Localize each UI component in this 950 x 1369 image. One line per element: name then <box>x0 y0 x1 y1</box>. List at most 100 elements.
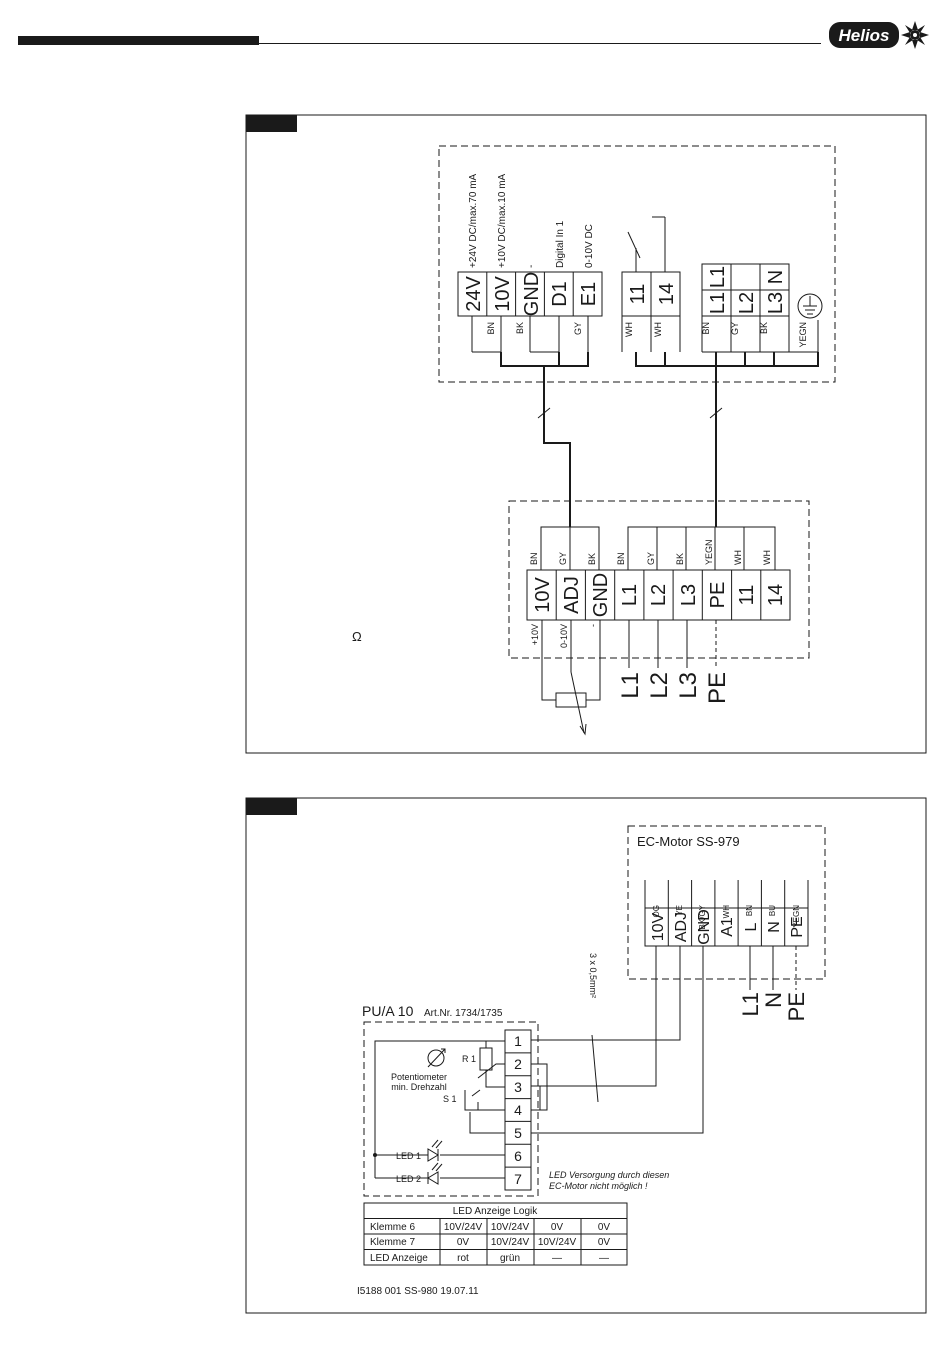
controller-box <box>438 145 836 383</box>
mains-wire-yegn: YEGN <box>798 322 808 348</box>
mains-terminal-block <box>701 263 823 353</box>
mains-top-n: N <box>765 270 787 284</box>
motor-terminal-l2: L2 <box>648 584 670 606</box>
led1-icon <box>427 1139 443 1162</box>
motor-wire-1: BN <box>529 552 539 565</box>
potentiometer <box>541 620 601 736</box>
supply-l3: L3 <box>675 672 702 699</box>
terminal-10v: 10V <box>492 276 514 312</box>
note-line-1: LED Versorgung durch diesen <box>549 1170 669 1180</box>
motor-box <box>508 500 810 659</box>
ec-wire-bkgy: BK/GY <box>698 904 707 929</box>
ec-supply-lines <box>749 946 797 990</box>
mains-cable <box>635 352 819 527</box>
motor-wire-5: GY <box>646 552 656 565</box>
diagram2-frame <box>245 797 927 1314</box>
table-r2-c1: 0V <box>457 1237 470 1248</box>
led2-label: LED 2 <box>396 1174 421 1184</box>
func-label-24v: +24V DC/max.70 mA <box>468 173 479 268</box>
helios-logo: Helios <box>829 21 929 49</box>
mains-top-l1: L1 <box>707 266 729 288</box>
table-r2-c3: 10V/24V <box>538 1237 577 1248</box>
ec-wire-bu: BU <box>768 905 777 916</box>
pua-terminal-5: 5 <box>514 1125 522 1141</box>
ec-motor-title: EC-Motor SS-979 <box>637 834 740 849</box>
ec-terminal-n: N <box>766 921 783 933</box>
diagram1-frame <box>245 114 927 754</box>
ec-wire-wh: WH <box>722 905 731 919</box>
pua10-internal-wiring <box>373 1040 505 1179</box>
cable-tick-1 <box>537 407 551 419</box>
motor-wire-8: WH <box>733 550 743 565</box>
motor-terminal-11: 11 <box>736 585 758 606</box>
note-line-2: EC-Motor nicht möglich ! <box>549 1181 648 1191</box>
fan-icon <box>901 21 929 49</box>
ec-terminal-gnd: GND <box>696 909 713 945</box>
func-label-10v: +10V DC/max.10 mA <box>497 173 508 268</box>
supply-pe: PE <box>704 672 731 704</box>
ec-terminal-a1: A1 <box>719 917 736 937</box>
s1-label: S 1 <box>443 1094 457 1104</box>
r1-label: R 1 <box>462 1054 476 1064</box>
wire-bk: BK <box>515 322 525 334</box>
motor-terminal-10v: 10V <box>532 577 554 613</box>
motor-wire-4: BN <box>616 552 626 565</box>
control-wire-boxes <box>471 316 589 353</box>
ec-supply-pe: PE <box>784 992 809 1021</box>
signal-label-10v: +10V <box>530 624 540 645</box>
ec-terminal-adj: ADJ <box>673 912 690 942</box>
ec-supply-l1: L1 <box>738 992 763 1016</box>
table-r3-c4: — <box>599 1253 609 1264</box>
motor-terminal-gnd: GND <box>590 573 612 617</box>
poti-label-1: Potentiometer <box>391 1072 447 1082</box>
led2-icon <box>427 1162 443 1185</box>
logo-text: Helios <box>838 26 889 45</box>
header-bar <box>18 36 259 45</box>
motor-terminal-pe: PE <box>707 582 729 609</box>
potentiometer-knob-icon <box>427 1048 446 1068</box>
ec-wire-og: OG <box>652 905 661 917</box>
motor-outgoing-lines <box>628 620 717 668</box>
wire-gy: GY <box>573 322 583 335</box>
table-r1-c3: 0V <box>551 1222 564 1233</box>
diagram1-tag <box>246 115 297 132</box>
terminal-d1: D1 <box>549 281 571 307</box>
cable-mark <box>591 1034 599 1103</box>
motor-terminal-14: 14 <box>765 584 787 606</box>
mains-l3: L3 <box>765 292 787 314</box>
control-cable <box>500 352 589 527</box>
motor-terminal-adj: ADJ <box>561 576 583 614</box>
wire-bn: BN <box>486 322 496 335</box>
led1-label: LED 1 <box>396 1151 421 1161</box>
ec-wire-yegn: YEGN <box>792 905 801 928</box>
func-label-e1: 0-10V DC <box>584 224 595 268</box>
diagram2-tag <box>246 798 297 815</box>
relay-terminal-14: 14 <box>656 283 678 305</box>
table-r1-c2: 10V/24V <box>491 1222 530 1233</box>
terminal-gnd: GND <box>521 272 543 316</box>
motor-wire-boxes <box>540 526 776 570</box>
pua-terminal-6: 6 <box>514 1148 522 1164</box>
ec-supply-n: N <box>761 992 786 1008</box>
ec-terminal-pe: PE <box>789 916 806 937</box>
motor-terminal-l3: L3 <box>678 584 700 606</box>
pua10-box <box>363 1021 539 1197</box>
terminal-e1: E1 <box>578 282 600 306</box>
pua-terminal-1: 1 <box>514 1033 522 1049</box>
relay-wire-wh-2: WH <box>653 322 663 337</box>
ec-terminal-10v: 10V <box>650 912 667 941</box>
pua10-name: PU/A 10 <box>362 1003 414 1019</box>
signal-label-0-10v: 0-10V <box>559 624 569 648</box>
ec-terminal-l: L <box>743 922 760 931</box>
motor-terminal-l1: L1 <box>619 584 641 606</box>
func-label-gnd: - <box>526 265 537 268</box>
table-r3-c3: — <box>552 1253 562 1264</box>
func-label-d1: Digital In 1 <box>555 220 566 268</box>
mains-wire-bn: BN <box>701 322 711 335</box>
pua-terminal-2: 2 <box>514 1056 522 1072</box>
table-title: LED Anzeige Logik <box>453 1206 539 1217</box>
motor-wire-9: WH <box>762 550 772 565</box>
mains-wire-gy: GY <box>730 322 740 335</box>
pua-terminal-4: 4 <box>514 1102 522 1118</box>
led-logic-table <box>363 1202 628 1266</box>
